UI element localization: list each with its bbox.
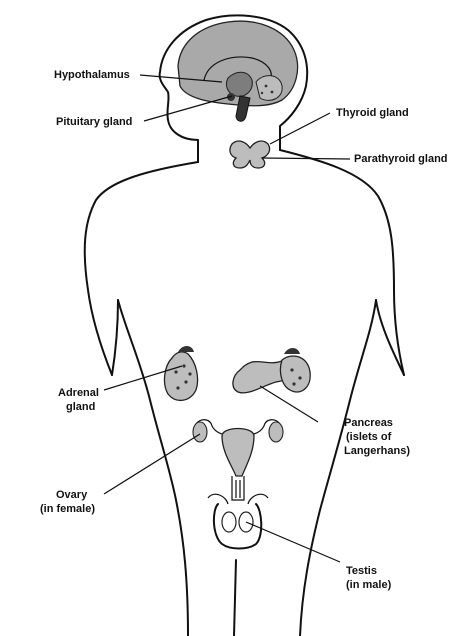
label-hypothalamus: Hypothalamus [54, 69, 130, 81]
leg-divide [234, 560, 236, 636]
adrenal-cap-left [178, 346, 194, 352]
label-pancreas-line2: (islets of [346, 431, 392, 443]
left-arm-inner [112, 300, 118, 375]
ovary-uterus-shape [193, 420, 283, 500]
label-pancreas-line3: Langerhans) [344, 445, 410, 457]
label-parathyroid-gland: Parathyroid gland [354, 153, 448, 165]
label-pituitary-gland: Pituitary gland [56, 116, 132, 128]
label-pancreas-line1: Pancreas [344, 417, 393, 429]
right-arm-inner [376, 300, 404, 375]
label-testis-line1: Testis [346, 565, 377, 577]
leader-lines [104, 75, 350, 562]
cerebellum [256, 76, 282, 101]
hypothalamus-region [226, 72, 252, 96]
label-thyroid-gland: Thyroid gland [336, 107, 409, 119]
right-torso-outline [280, 150, 404, 636]
pancreas-shape [233, 348, 310, 393]
label-ovary-line1: Ovary [56, 489, 88, 501]
testis-shape [208, 494, 268, 548]
label-adrenal-line1: Adrenal [58, 387, 99, 399]
thyroid-gland-shape [230, 141, 270, 168]
label-testis-line2: (in male) [346, 579, 392, 591]
adrenal-cap-right [284, 348, 300, 354]
label-adrenal-line2: gland [66, 401, 95, 413]
adrenal-gland-shape [165, 346, 198, 400]
label-ovary-line2: (in female) [40, 503, 95, 515]
